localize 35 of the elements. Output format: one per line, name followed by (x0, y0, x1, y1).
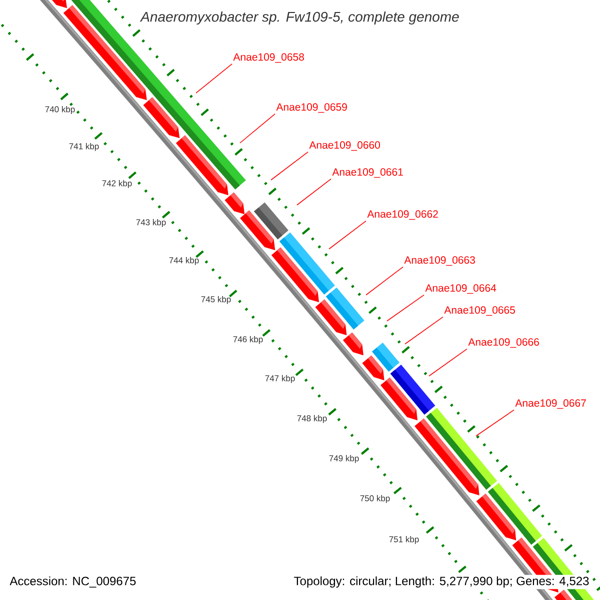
tick-label: 747 kbp (265, 375, 295, 383)
leader-line (366, 266, 404, 296)
leader-line (270, 152, 308, 180)
leader-line (328, 220, 366, 250)
gene-label: Anae109_0666 (468, 338, 539, 348)
gene-label: Anae109_0667 (515, 399, 586, 409)
leader-line (296, 178, 332, 206)
tick-label: 742 kbp (102, 180, 132, 188)
tick-label: 743 kbp (136, 219, 166, 227)
gene-label: Anae109_0663 (404, 256, 475, 266)
tick-label: 750 kbp (360, 495, 390, 503)
tick-label: 751 kbp (389, 536, 419, 544)
gene-label: Anae109_0661 (332, 168, 403, 178)
leader-line (196, 64, 232, 94)
footer-text: Accession: NC_009675 (8, 574, 138, 590)
title: Anaeromyxobacter sp. Fw109-5, complete genome (140, 10, 460, 26)
tick-label: 748 kbp (297, 415, 327, 423)
gene-label: Anae109_0662 (367, 210, 438, 220)
leader-line (404, 316, 444, 344)
tick-label: 749 kbp (329, 455, 359, 463)
gene-label: Anae109_0665 (444, 306, 515, 316)
tick-label: 745 kbp (201, 296, 231, 304)
gene-label: Anae109_0664 (425, 284, 496, 294)
leader-line (476, 410, 514, 436)
gene-label: Anae109_0660 (309, 141, 380, 151)
leader-line (386, 294, 424, 322)
gene-label: Anae109_0659 (276, 103, 347, 113)
tick-label: 744 kbp (169, 257, 199, 265)
leader-line (240, 114, 276, 144)
footer-text: Topology: circular; Length: 5,277,990 bp; Genes: 4,523 (292, 574, 591, 590)
tick-label: 746 kbp (233, 336, 263, 344)
tick-label: 741 kbp (69, 143, 99, 151)
gene-label: Anae109_0658 (233, 53, 304, 63)
leader-line (428, 348, 468, 376)
tick-label: 740 kbp (45, 106, 75, 114)
